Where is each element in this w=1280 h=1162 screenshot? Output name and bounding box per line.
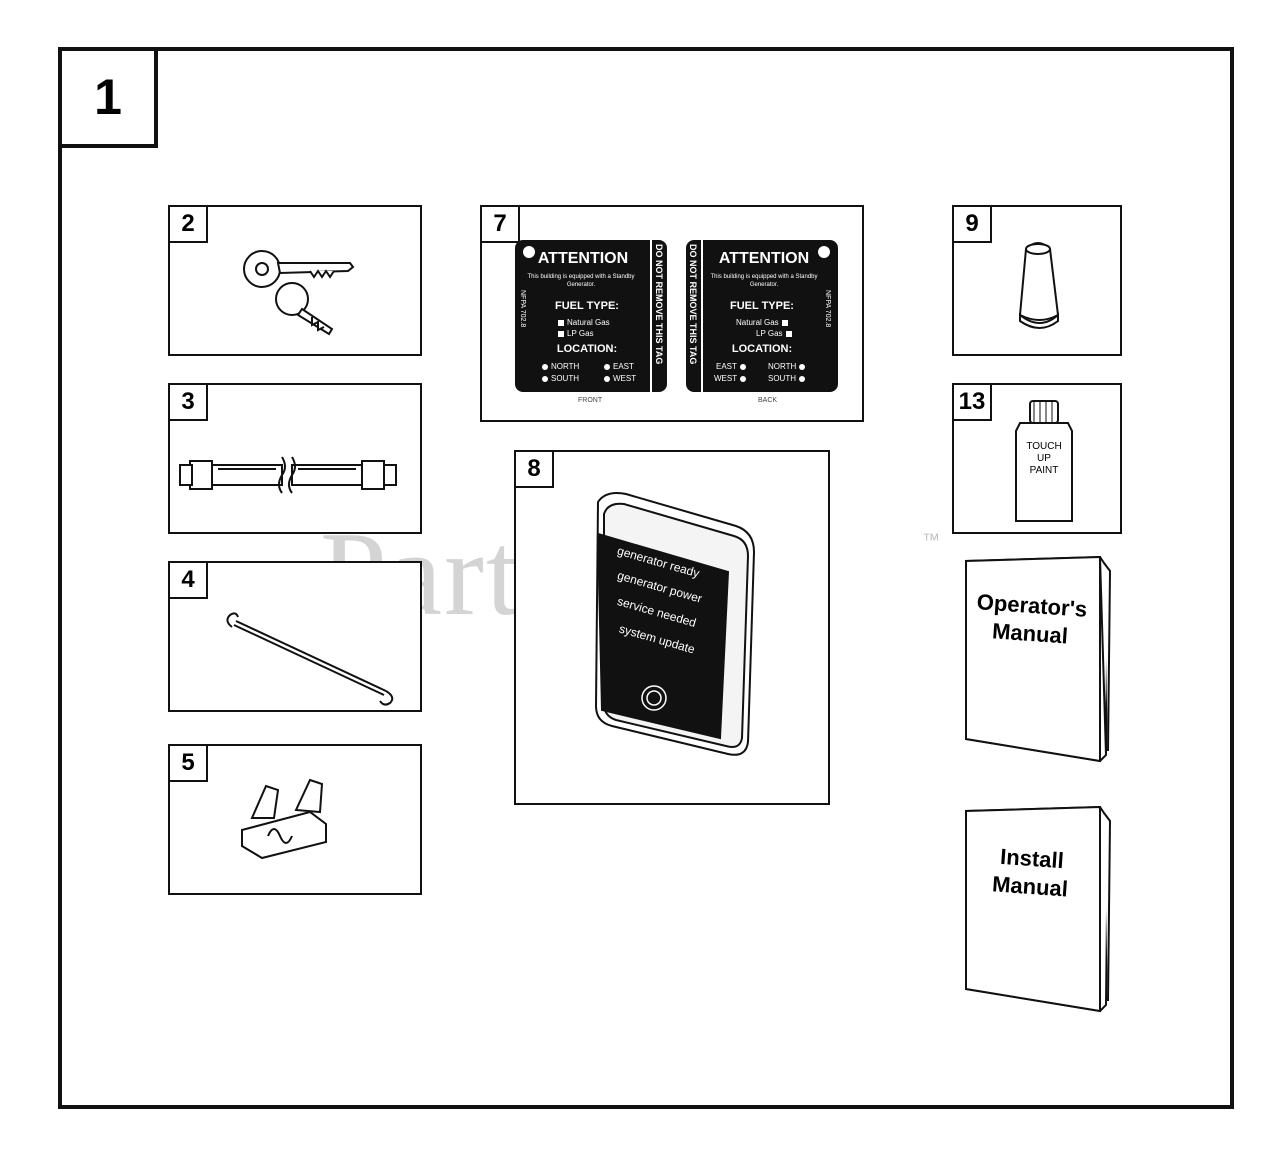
item-number-badge: 5 [170,746,208,782]
item-number-badge: 7 [482,207,520,243]
item-rod[interactable]: 4 [168,561,422,712]
fuse-icon [241,778,327,860]
south-label: SOUTH [551,374,579,383]
keys-icon [243,250,355,336]
east-label: EAST [716,362,737,371]
lp-gas-label: LP Gas [756,329,783,338]
fuel-type-label: FUEL TYPE: [730,300,794,312]
item-paint[interactable]: 13 TOUCH UP PAINT [952,383,1122,534]
item-number-badge: 4 [170,563,208,599]
status-display-icon [594,492,756,756]
fuel-type-label: FUEL TYPE: [555,300,619,312]
item-hose[interactable]: 3 [168,383,422,534]
operators-manual-title: Operator's Manual [964,588,1098,653]
south-label: SOUTH [768,374,796,383]
paint-label-line-3: PAINT [1029,465,1059,476]
item-number-badge: 3 [170,385,208,421]
knob-icon [1018,242,1060,329]
tag-subtitle: This building is equipped with a Standby… [710,274,818,288]
location-label: LOCATION: [556,343,618,355]
tag-back: DO NOT REMOVE THIS TAG ATTENTION This bu… [686,240,838,392]
west-label: WEST [714,374,738,383]
item-number-badge: 8 [516,452,554,488]
item-knob[interactable]: 9 [952,205,1122,356]
tag-code: NFPA 702.8 [519,290,526,328]
lp-gas-label: LP Gas [567,329,594,338]
tag-warning: DO NOT REMOVE THIS TAG [688,244,698,365]
paint-bottle-icon [1015,400,1073,522]
tag-back-caption: BACK [758,397,778,404]
tag-title: ATTENTION [718,250,810,267]
tag-title: ATTENTION [537,250,629,267]
hose-icon [179,456,397,494]
item-display[interactable]: 8 generator ready generator power servic… [514,450,830,805]
paint-label-line-1: TOUCH [1026,441,1062,452]
north-label: NORTH [768,362,797,371]
operators-manual-icon[interactable] [960,555,1120,765]
item-number-badge: 13 [954,385,992,421]
east-label: EAST [613,362,634,371]
tag-warning: DO NOT REMOVE THIS TAG [654,244,664,365]
tag-code: NFPA 702.8 [824,290,831,328]
rod-icon [226,612,394,706]
north-label: NORTH [551,362,580,371]
natural-gas-label: Natural Gas [736,318,779,327]
item-number-badge: 9 [954,207,992,243]
location-label: LOCATION: [731,343,793,355]
install-manual-title: Install Manual [964,841,1098,906]
west-label: WEST [613,374,637,383]
tag-front-caption: FRONT [578,397,603,404]
tag-front: ATTENTION This building is equipped with… [515,240,667,392]
main-item-number: 1 [58,47,158,148]
paint-label-line-2: UP [1037,453,1051,464]
tag-subtitle: This building is equipped with a Standby… [527,274,635,288]
natural-gas-label: Natural Gas [567,318,610,327]
diagram-frame [58,47,1234,1109]
paint-label: TOUCH UP PAINT [1016,441,1072,477]
item-number-badge: 2 [170,207,208,243]
item-keys[interactable]: 2 [168,205,422,356]
item-fuse[interactable]: 5 [168,744,422,895]
trademark: ™ [922,530,940,550]
install-manual-icon[interactable] [960,805,1120,1015]
